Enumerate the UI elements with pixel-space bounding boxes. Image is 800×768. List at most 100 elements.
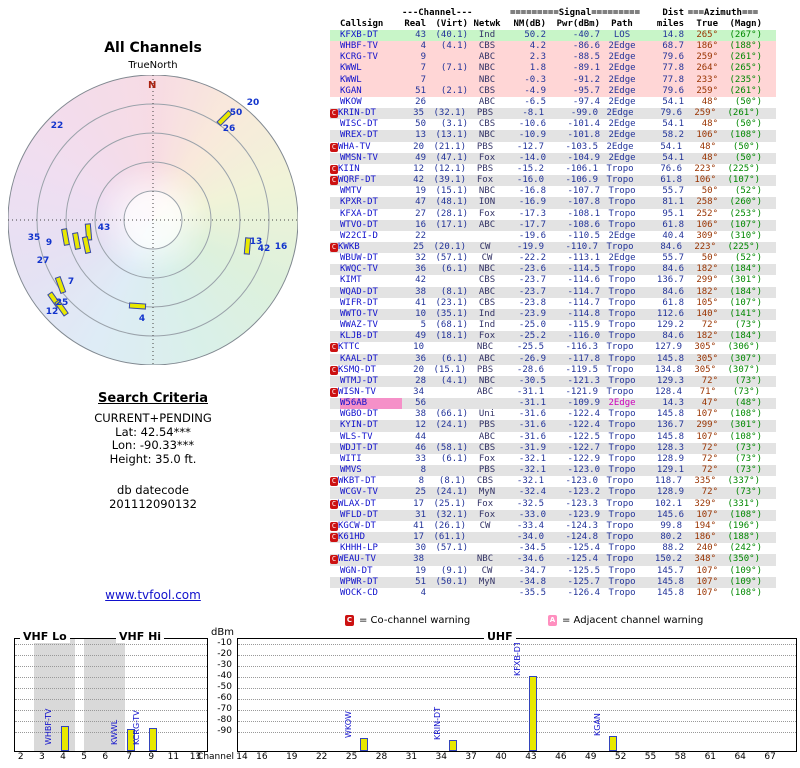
cell-nm: 50.2 xyxy=(524,30,546,40)
cell-w xyxy=(330,577,340,588)
x-axis-tick: 6 xyxy=(102,752,109,762)
cell-mi: 145.8 xyxy=(656,353,684,364)
cell-cs: WLS-TV xyxy=(340,431,373,442)
cell-mg: (307°) xyxy=(729,353,762,364)
cell-mi: 129.2 xyxy=(656,320,684,331)
cell-pw: -119.5 xyxy=(565,364,598,375)
cell-mg: (261°) xyxy=(729,85,762,96)
cell-w xyxy=(330,186,340,197)
cell-pa: Tropo xyxy=(608,286,636,297)
cell-nw xyxy=(468,543,506,554)
cell-mg: (307°) xyxy=(727,364,760,375)
cell-nw: NBC xyxy=(478,375,496,386)
cell-re: 27 xyxy=(415,208,426,219)
cell-cs: W22CI-D xyxy=(340,230,378,241)
cell-mg: (109°) xyxy=(729,576,762,587)
cell-pa: Tropo xyxy=(606,387,634,397)
cell-pa: Tropo xyxy=(608,320,636,331)
cell-tr: 299° xyxy=(696,275,718,286)
cell-pa: Tropo xyxy=(608,420,636,431)
tvfool-link[interactable]: www.tvfool.com xyxy=(105,588,201,602)
cell-w xyxy=(330,275,340,286)
cell-mg: (184°) xyxy=(729,286,762,297)
cell-re: 42 xyxy=(415,275,426,286)
cell-vi xyxy=(426,231,468,242)
cell-vi: (6.1) xyxy=(440,264,468,275)
cell-mi: 61.8 xyxy=(662,297,684,308)
cell-nw: ABC xyxy=(478,353,496,364)
cell-tr: 335° xyxy=(694,476,716,487)
cell-cs: WWTO-TV xyxy=(340,308,378,319)
cell-nw: Fox xyxy=(476,498,494,509)
db-datecode-value: 201112090132 xyxy=(109,496,197,511)
polar-channel-label: 20 xyxy=(246,98,260,108)
x-axis-tick: 22 xyxy=(315,752,328,762)
x-axis-tick: 14 xyxy=(236,752,248,762)
cell-mi: 55.7 xyxy=(662,253,684,264)
cell-pa: LOS xyxy=(613,30,631,40)
cell-pw: -107.7 xyxy=(567,186,600,197)
cell-w xyxy=(330,443,340,454)
cell-nw: Fox xyxy=(476,175,494,186)
cell-nm: -32.1 xyxy=(516,476,544,487)
polar-channel-label: 4 xyxy=(138,314,146,324)
cell-nm: -25.5 xyxy=(516,342,544,353)
cell-vi: (21.1) xyxy=(433,141,466,152)
cell-re: 35 xyxy=(413,108,424,119)
cell-cs: WKBT-DT xyxy=(338,476,376,487)
gridline xyxy=(238,688,796,689)
cell-cs: WHBF-TV xyxy=(340,41,378,52)
cell-w xyxy=(330,588,340,599)
cell-re: 34 xyxy=(413,387,424,397)
cell-pw: -106.1 xyxy=(565,163,598,174)
polar-channel-label: 43 xyxy=(97,223,111,233)
cell-mg: (73°) xyxy=(734,453,762,464)
cell-pw: -106.9 xyxy=(565,175,598,186)
cell-w xyxy=(330,432,340,443)
cell-pa: 2Edge xyxy=(608,130,636,141)
x-axis-tick: 16 xyxy=(256,752,268,762)
cell-pw: -114.5 xyxy=(567,264,600,275)
cell-pa: 2Edge xyxy=(608,52,636,63)
cell-nm: -32.4 xyxy=(518,487,546,498)
cell-pa: Tropo xyxy=(606,476,634,487)
cell-mi: 77.8 xyxy=(662,74,684,85)
cell-re: 8 xyxy=(418,476,424,487)
gridline xyxy=(238,677,796,678)
cell-w xyxy=(330,63,340,74)
polar-channel-label: 50 xyxy=(229,108,243,118)
polar-chart-title: All Channels xyxy=(104,40,202,56)
cell-nw: Fox xyxy=(478,509,496,520)
y-axis-label: -20 xyxy=(217,649,232,659)
cell-vi xyxy=(426,275,468,286)
cell-re: 25 xyxy=(413,241,424,252)
cell-mg: (196°) xyxy=(727,520,760,531)
db-datecode-label: db datecode xyxy=(117,483,189,497)
signal-bar xyxy=(528,675,537,751)
cell-pa: Tropo xyxy=(608,465,636,476)
cell-pw: -89.1 xyxy=(572,63,600,74)
x-axis-tick: 46 xyxy=(555,752,567,762)
cell-mg: (73°) xyxy=(734,442,762,453)
bar-label: KCRG-TV xyxy=(132,710,142,745)
x-axis-tick: 58 xyxy=(674,752,687,762)
cell-nw: NBC xyxy=(478,186,496,197)
cell-tr: 309° xyxy=(696,230,718,241)
cell-pw: -116.3 xyxy=(565,342,598,353)
cell-cs: KFXB-DT xyxy=(340,30,378,40)
cell-nm: -23.8 xyxy=(518,297,546,308)
cell-nm: -25.2 xyxy=(518,331,546,342)
cell-mg: (261°) xyxy=(727,108,760,119)
dbm-axis-label: dBm xyxy=(211,627,234,638)
cell-vi xyxy=(426,465,468,476)
cell-vi: (15.1) xyxy=(435,186,468,197)
cell-nw: MyN xyxy=(478,576,496,587)
cell-pa: 2Edge xyxy=(608,85,636,96)
cell-re: 5 xyxy=(420,320,426,331)
cell-w xyxy=(330,487,340,498)
